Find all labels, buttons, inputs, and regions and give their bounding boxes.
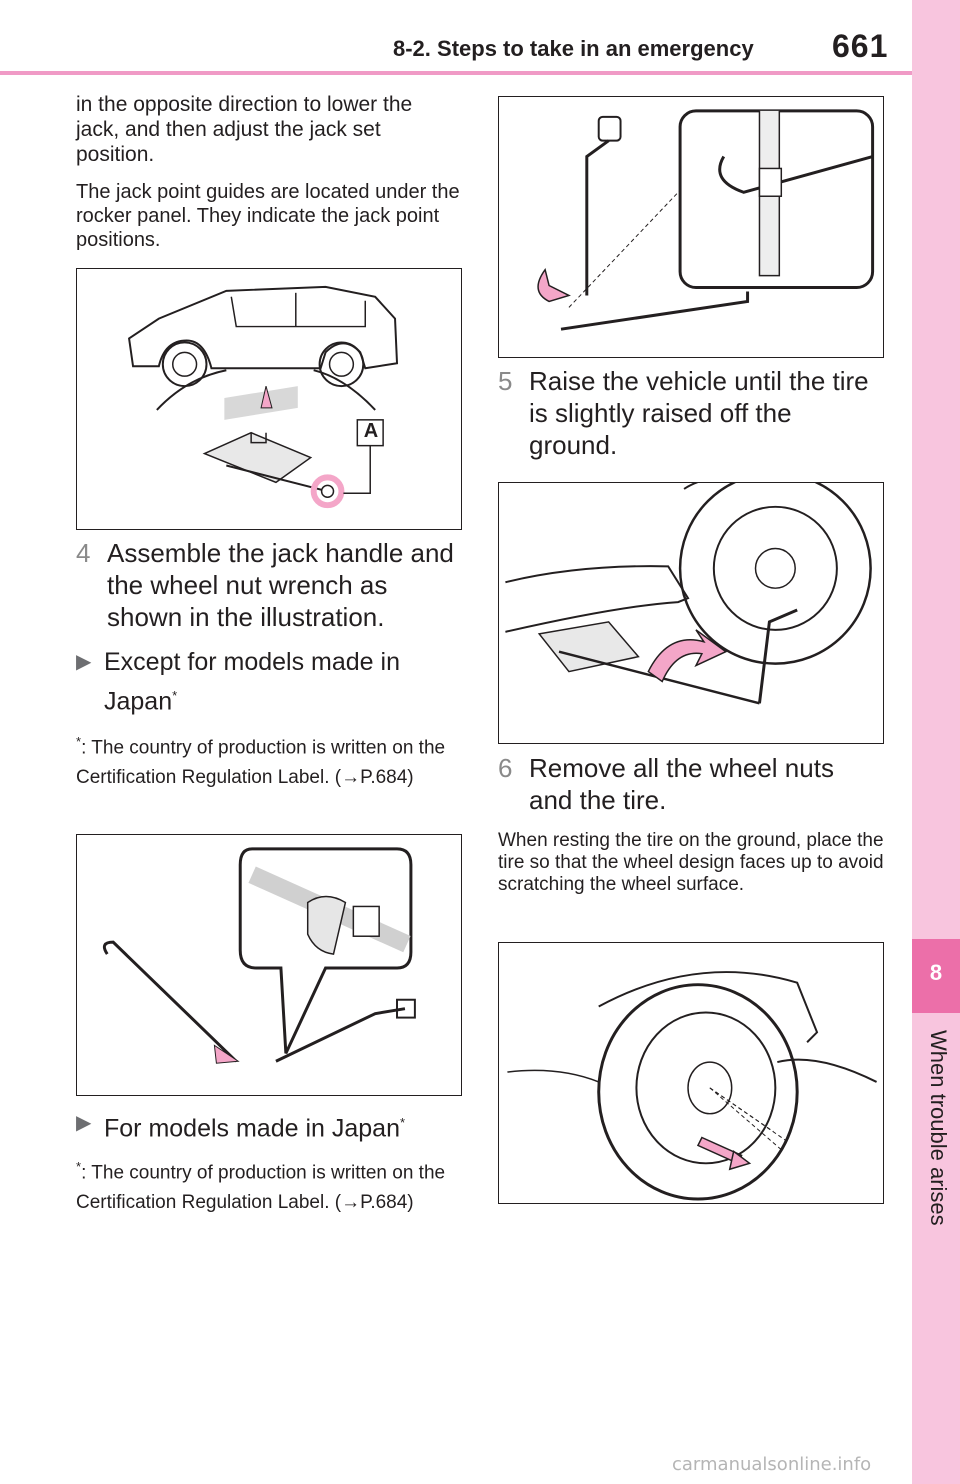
bullet-japan-text-wrap: For models made in Japan* xyxy=(104,1106,459,1145)
step-5-number: 5 xyxy=(498,366,513,396)
footnote-2-text: : The country of production is written o… xyxy=(76,1162,446,1214)
footnote-1-text: : The country of production is written o… xyxy=(76,737,446,789)
remove-tire-illustration xyxy=(498,942,884,1204)
step-4-number: 4 xyxy=(76,538,91,568)
bullet-triangle-icon: ▶ xyxy=(76,1112,92,1134)
handle-assembly-drawing xyxy=(102,847,416,1064)
tire-resting-paragraph: When resting the tire on the ground, pla… xyxy=(498,830,888,896)
bullet-japan-asterisk: * xyxy=(399,1115,406,1130)
chapter-number: 8 xyxy=(929,960,943,985)
step-6: 6 Remove all the wheel nuts and the tire… xyxy=(498,752,888,820)
bullet-non-japan-text: Except for models made in Japan xyxy=(104,648,400,716)
bullet-non-japan: ▶ Except for models made in Japan* xyxy=(76,645,466,715)
jack-position-illustration xyxy=(76,268,462,530)
callout-label-a: A xyxy=(363,420,379,442)
raise-vehicle-illustration xyxy=(498,482,884,744)
japan-handle-illustration xyxy=(498,96,884,358)
footnote-2-asterisk: * xyxy=(76,1159,82,1174)
step-6-text: Remove all the wheel nuts and the tire. xyxy=(529,753,834,815)
footnote-1-asterisk: * xyxy=(76,734,82,749)
header-divider xyxy=(0,71,912,75)
watermark: carmanualsonline.info xyxy=(672,1454,872,1475)
bullet-non-japan-asterisk: * xyxy=(172,688,178,703)
bullet-japan-text: For models made in Japan xyxy=(104,1114,400,1143)
bullet-non-japan-text-wrap: Except for models made in Japan* xyxy=(104,645,459,718)
step-5: 5 Raise the vehicle until the tire is sl… xyxy=(498,365,888,465)
page-number: 661 xyxy=(832,28,889,64)
section-title: 8-2. Steps to take in an emergency xyxy=(393,36,754,61)
bullet-triangle-icon: ▶ xyxy=(76,651,92,673)
chapter-side-tab xyxy=(912,0,960,1484)
japan-handle-drawing xyxy=(537,109,875,331)
remove-tire-drawing xyxy=(507,971,878,1201)
step-4: 4 Assemble the jack handle and the wheel… xyxy=(76,537,466,637)
jack-guide-text: The jack point guides are located under … xyxy=(76,181,460,251)
handle-assembly-illustration xyxy=(76,834,462,1096)
intro-text: in the opposite direction to lower the j… xyxy=(76,93,413,166)
chapter-label: When trouble arises xyxy=(926,1030,951,1226)
jack-guide-paragraph: The jack point guides are located under … xyxy=(76,180,461,252)
tire-resting-text: When resting the tire on the ground, pla… xyxy=(498,830,884,895)
raise-vehicle-drawing xyxy=(505,483,872,705)
footnote-1: *: The country of production is written … xyxy=(76,727,466,793)
footnote-2: *: The country of production is written … xyxy=(76,1152,466,1218)
chapter-number-box xyxy=(912,939,960,1013)
step-4-text: Assemble the jack handle and the wheel n… xyxy=(107,538,454,632)
bullet-japan: ▶ For models made in Japan* xyxy=(76,1106,466,1146)
step-5-text: Raise the vehicle until the tire is slig… xyxy=(529,366,869,460)
intro-paragraph: in the opposite direction to lower the j… xyxy=(76,92,461,167)
step-6-number: 6 xyxy=(498,753,513,783)
vehicle-jack-drawing xyxy=(128,285,399,509)
